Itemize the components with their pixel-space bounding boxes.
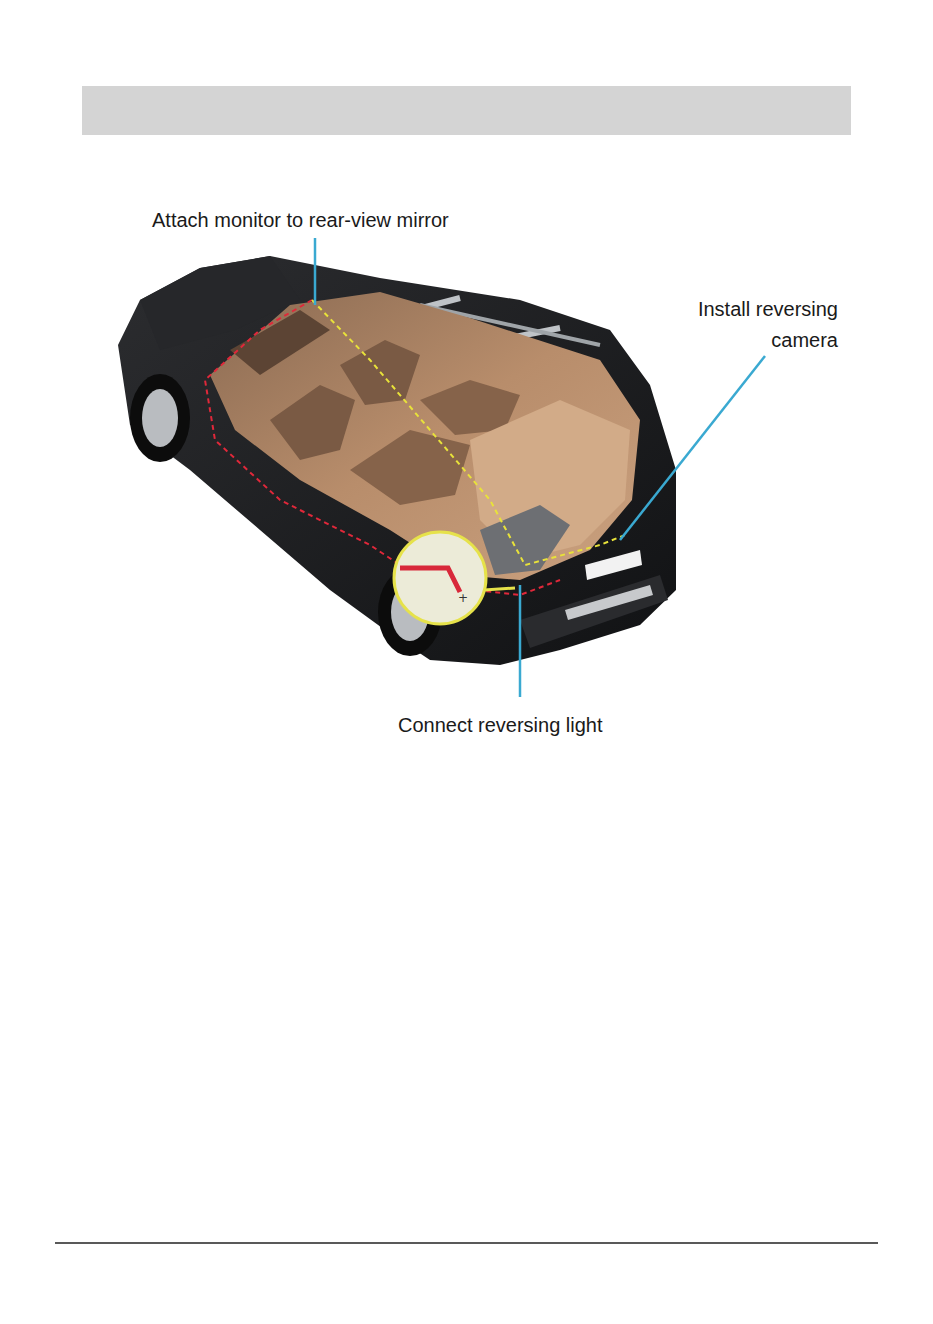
front-rim — [142, 389, 178, 447]
plus-mark: + — [458, 591, 468, 605]
leader-line — [314, 238, 317, 305]
magnifier-circle — [394, 532, 486, 624]
leader-line — [620, 356, 765, 540]
licence-plate — [585, 550, 642, 580]
callout-label: Attach monitor to rear-view mirror — [152, 205, 512, 236]
seat — [350, 430, 470, 505]
video-cable-route — [312, 300, 625, 565]
dashboard — [230, 310, 330, 375]
spare-well — [480, 505, 570, 575]
bumper-trim — [565, 585, 653, 620]
power-wire-route — [205, 300, 560, 595]
callout-label: Install reversing camera — [663, 294, 838, 356]
footer-rule — [55, 1242, 878, 1244]
header-bar — [82, 86, 851, 135]
leader-line — [519, 585, 522, 697]
magnifier-pointer — [484, 588, 515, 590]
front-wheel — [130, 374, 190, 462]
magnified-wire — [400, 568, 460, 592]
seat — [270, 385, 355, 460]
callout-label: Connect reversing light — [398, 710, 658, 741]
car-body — [118, 256, 676, 665]
